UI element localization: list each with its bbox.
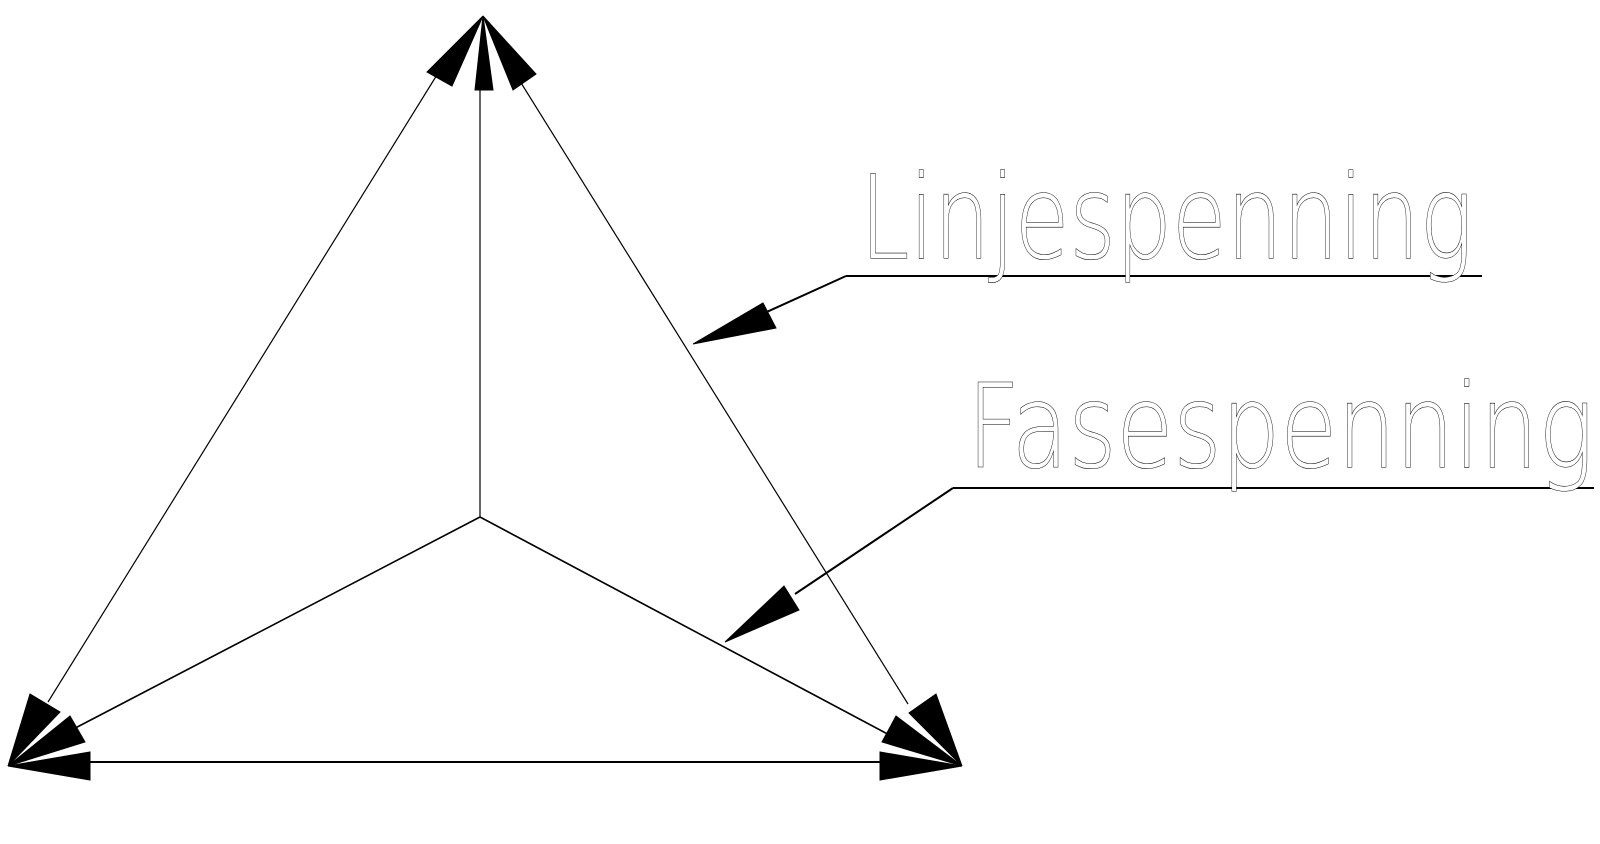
left-corner-arrowheads (7, 693, 91, 781)
line-voltage-left-edge (47, 69, 441, 703)
top-arrowheads (426, 15, 537, 91)
phase-voltage-leader-arrowhead (724, 585, 800, 643)
line-left-top-arrowhead (426, 15, 484, 87)
phase-voltage-callout: Fasespenning (724, 359, 1595, 643)
line-voltage-label: Linjespenning (860, 151, 1473, 286)
phase-voltage-label: Fasespenning (967, 360, 1594, 495)
line-voltage-leader (759, 275, 847, 316)
line-right-bottom-arrowhead (908, 693, 963, 767)
line-right-top-arrowhead (482, 15, 537, 91)
phase-vertical-arrowhead (474, 15, 494, 91)
phase-voltage-star (59, 80, 896, 739)
phase-voltage-leader (794, 487, 954, 595)
line-voltage-callout: Linjespenning (692, 150, 1482, 345)
line-bottom-right-arrowhead (879, 751, 963, 781)
line-left-bottom-arrowhead (7, 693, 61, 767)
line-bottom-left-arrowhead (7, 751, 91, 781)
phase-left-arrowhead (7, 715, 86, 767)
line-voltage-right-edge (512, 69, 909, 705)
line-voltage-triangle (47, 69, 909, 763)
phase-voltage-lower-right (479, 516, 896, 739)
line-voltage-leader-arrowhead (692, 302, 777, 345)
right-corner-arrowheads (879, 693, 963, 781)
phase-voltage-lower-left (59, 516, 481, 737)
phase-right-arrowhead (881, 715, 963, 767)
